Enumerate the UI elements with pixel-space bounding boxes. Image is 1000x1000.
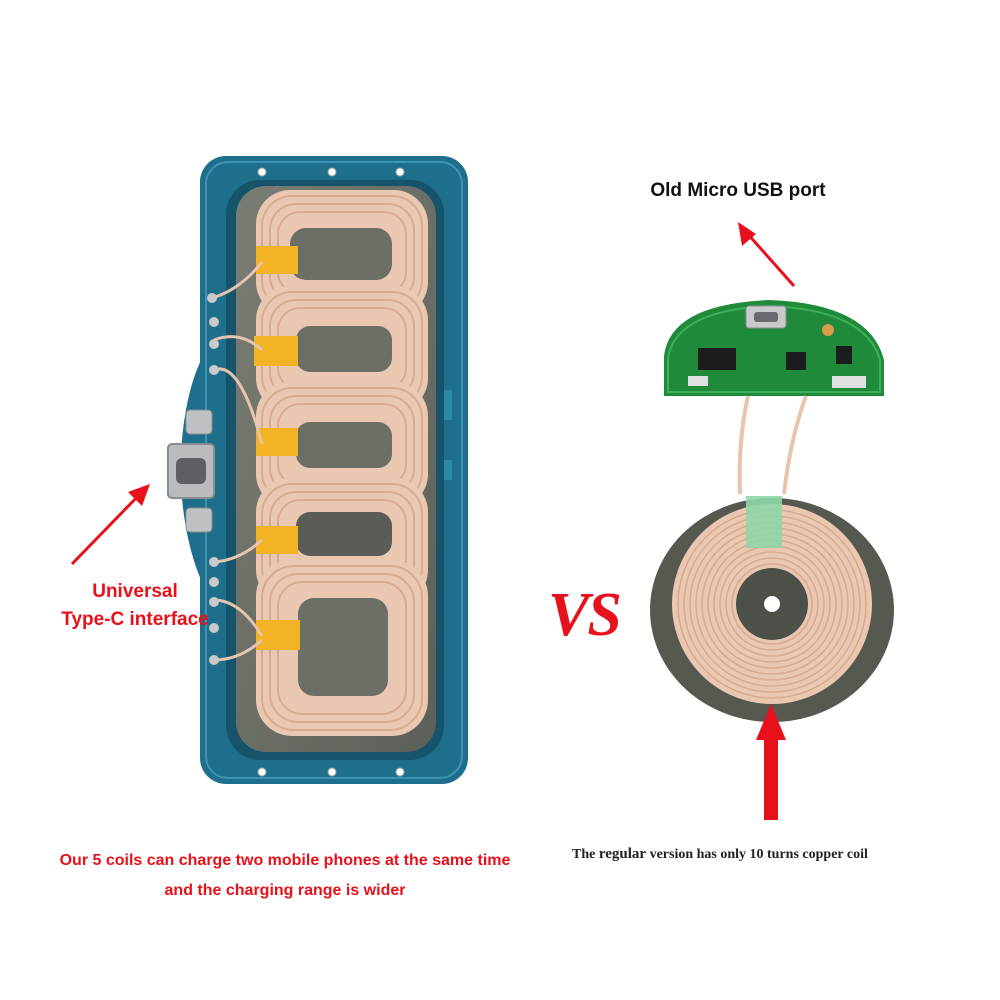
chip-2 <box>786 352 806 370</box>
red-arrow-up-right-icon <box>70 484 150 566</box>
single-coil-board <box>650 300 894 722</box>
old-micro-usb-label: Old Micro USB port <box>650 180 826 201</box>
regular-prefix: The <box>572 847 599 862</box>
universal-type-c-label: Universal Type-C interface <box>40 578 230 634</box>
capacitor-bottom <box>185 507 213 533</box>
tape-2 <box>254 336 298 366</box>
caption-line-2: and the charging range is wider <box>164 882 406 899</box>
tape-5 <box>256 620 300 650</box>
five-coil-caption: Our 5 coils can charge two mobile phones… <box>0 846 570 906</box>
coil-center-hole <box>764 596 780 612</box>
regular-version-caption: The regular version has only 10 turns co… <box>572 846 992 863</box>
tape-1 <box>256 246 298 274</box>
universal-line-1: Universal <box>92 581 178 602</box>
tape-4 <box>256 526 298 554</box>
universal-line-2: Type-C interface <box>61 609 209 630</box>
red-arrow-up-left-icon <box>738 222 796 287</box>
red-arrow-up-icon <box>756 704 786 820</box>
mounting-holes <box>257 167 405 777</box>
coil-2 <box>256 286 428 412</box>
solder-pads <box>207 293 219 665</box>
chip-3 <box>836 346 852 364</box>
vs-label: VS <box>548 581 622 649</box>
green-pcb <box>664 300 884 396</box>
regular-suffix: version has only 10 turns copper coil <box>646 847 868 862</box>
coil-5 <box>256 560 428 736</box>
caption-line-1: Our 5 coils can charge two mobile phones… <box>59 852 511 869</box>
regular-word: regular <box>598 846 647 862</box>
five-coil-board <box>167 156 468 784</box>
capacitor-top <box>185 409 213 435</box>
chip-1 <box>698 348 736 370</box>
green-tape <box>746 496 782 548</box>
